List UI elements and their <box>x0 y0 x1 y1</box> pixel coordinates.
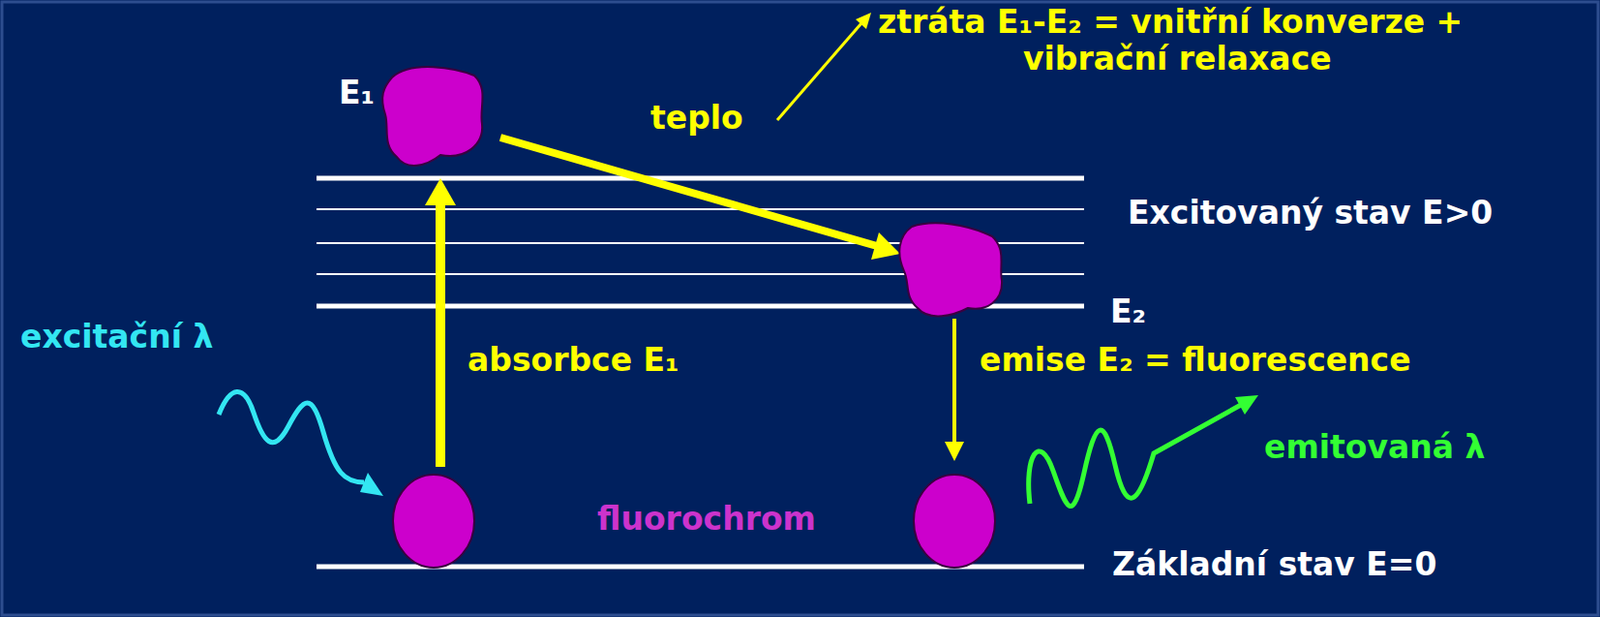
emission-label: emise E₂ = fluorescence <box>979 340 1412 380</box>
excitation-wave <box>218 391 364 483</box>
state-label: Základní stav E=0 <box>1112 544 1437 584</box>
energy-level <box>316 208 1085 211</box>
loss-note: ztráta E₁-E₂ = vnitřní konverze + vibrač… <box>877 3 1561 78</box>
emission-wave <box>1028 404 1241 507</box>
energy-level <box>316 176 1085 182</box>
level-label: E₂ <box>1110 292 1147 332</box>
emission-arrow <box>952 318 957 444</box>
ground-molecule <box>392 474 475 568</box>
wavelength-label: emitovaná λ <box>1264 427 1485 467</box>
arrowhead <box>424 178 456 206</box>
ground-molecule <box>913 474 996 568</box>
arrowhead <box>855 12 872 30</box>
molecule-label: fluorochrom <box>597 499 816 539</box>
relaxation-arrow <box>500 137 877 246</box>
excited-molecule <box>382 66 483 166</box>
arrowhead <box>871 232 901 260</box>
relaxed-molecule <box>899 222 1002 316</box>
arrowhead <box>360 472 384 496</box>
heat-label: teplo <box>650 98 744 138</box>
level-label: E₁ <box>338 73 375 113</box>
leader-arrow <box>777 23 862 121</box>
arrowhead <box>1235 394 1259 415</box>
arrowhead <box>944 441 965 461</box>
absorption-arrow <box>435 203 446 467</box>
wavelength-label: excitační λ <box>20 317 213 357</box>
state-label: Excitovaný stav E>0 <box>1127 193 1493 233</box>
absorption-label: absorbce E₁ <box>467 340 680 380</box>
